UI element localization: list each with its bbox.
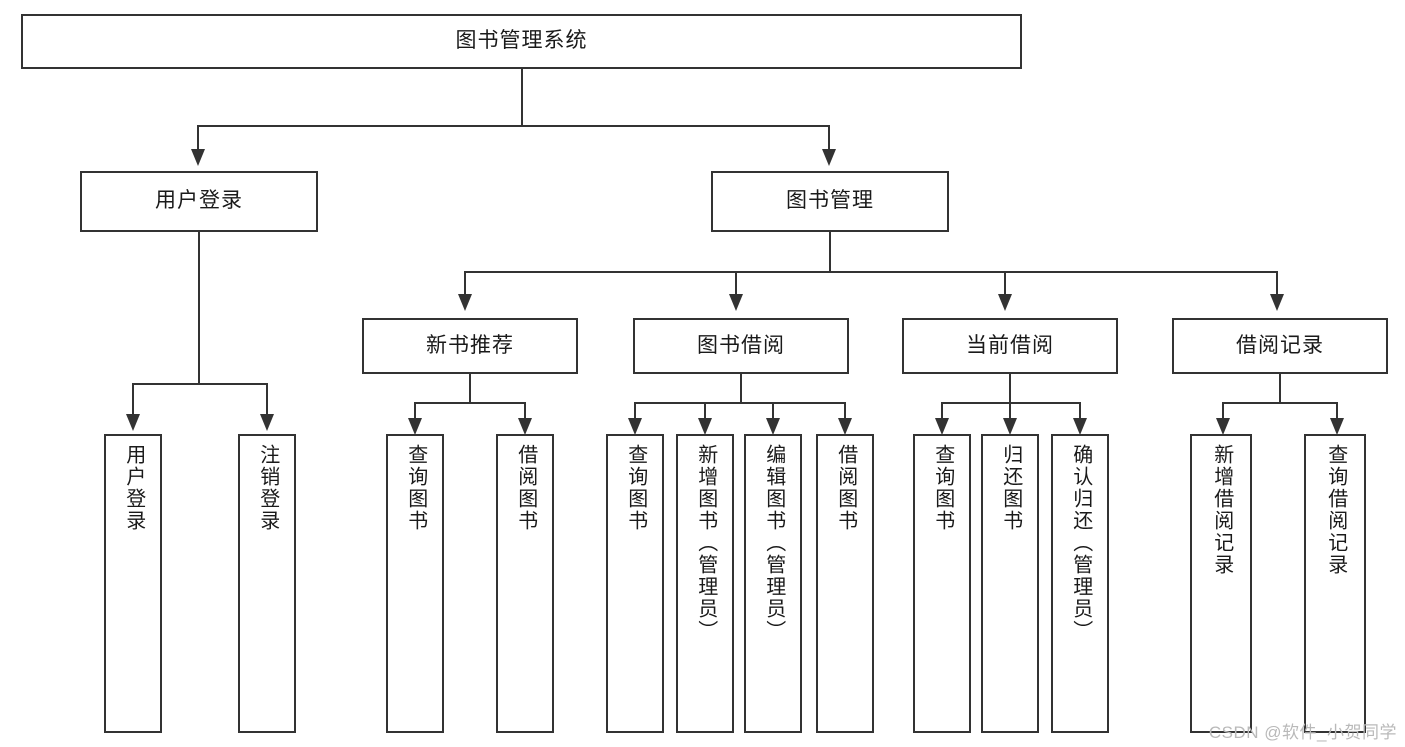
- leaf-nbr-borrow-book[interactable]: 借阅图书: [496, 434, 554, 733]
- node-label: 新增图书（管理员）: [694, 444, 717, 642]
- node-label: 确认归还（管理员）: [1069, 444, 1092, 642]
- connector-drop-cb-leaf-1: [941, 402, 943, 422]
- leaf-user-login[interactable]: 用户登录: [104, 434, 162, 733]
- leaf-cb-confirm-return-admin[interactable]: 确认归还（管理员）: [1051, 434, 1109, 733]
- connector-drop-borrow-record: [1276, 271, 1278, 296]
- node-label: 图书管理系统: [455, 29, 588, 53]
- connector-root-stem: [521, 69, 523, 126]
- connector-book-manage-bus: [464, 271, 1278, 273]
- leaf-br-query-record[interactable]: 查询借阅记录: [1304, 434, 1366, 733]
- connector-drop-cb-leaf-3: [1079, 402, 1081, 422]
- node-user-login[interactable]: 用户登录: [80, 171, 318, 232]
- arrow-to-new-book-recommend: [458, 294, 472, 311]
- connector-drop-book-borrow: [735, 271, 737, 296]
- arrow-to-bb-leaf-1: [628, 418, 642, 435]
- node-label: 查询图书: [624, 444, 647, 532]
- connector-drop-cb-leaf-2: [1009, 402, 1011, 422]
- connector-user-login-stem: [198, 232, 200, 384]
- leaf-br-add-record[interactable]: 新增借阅记录: [1190, 434, 1252, 733]
- connector-drop-br-leaf-1: [1222, 402, 1224, 422]
- arrow-to-borrow-record: [1270, 294, 1284, 311]
- arrow-to-bb-leaf-2: [698, 418, 712, 435]
- connector-borrow-record-stem: [1279, 374, 1281, 403]
- node-new-book-recommend[interactable]: 新书推荐: [362, 318, 578, 374]
- arrow-to-cb-leaf-2: [1003, 418, 1017, 435]
- connector-current-borrow-bus: [941, 402, 1081, 404]
- connector-drop-new-book: [464, 271, 466, 296]
- connector-drop-nbr-leaf-2: [524, 402, 526, 422]
- leaf-bb-borrow-book[interactable]: 借阅图书: [816, 434, 874, 733]
- connector-drop-user-login: [197, 125, 199, 151]
- arrow-to-bb-leaf-3: [766, 418, 780, 435]
- node-label: 归还图书: [999, 444, 1022, 532]
- connector-current-borrow-stem: [1009, 374, 1011, 403]
- node-root-system[interactable]: 图书管理系统: [21, 14, 1022, 69]
- leaf-logout[interactable]: 注销登录: [238, 434, 296, 733]
- connector-drop-leaf-user-login: [132, 383, 134, 416]
- arrow-to-book-manage: [822, 149, 836, 166]
- leaf-bb-add-book-admin[interactable]: 新增图书（管理员）: [676, 434, 734, 733]
- connector-user-login-bus: [132, 383, 267, 385]
- csdn-watermark: CSDN @软件_小贺同学: [1208, 723, 1397, 742]
- arrow-to-leaf-logout: [260, 414, 274, 431]
- node-current-borrow[interactable]: 当前借阅: [902, 318, 1118, 374]
- arrow-to-current-borrow: [998, 294, 1012, 311]
- leaf-cb-query-book[interactable]: 查询图书: [913, 434, 971, 733]
- leaf-cb-return-book[interactable]: 归还图书: [981, 434, 1039, 733]
- connector-drop-nbr-leaf-1: [414, 402, 416, 422]
- connector-book-manage-stem: [829, 232, 831, 272]
- arrow-to-br-leaf-1: [1216, 418, 1230, 435]
- leaf-nbr-query-book[interactable]: 查询图书: [386, 434, 444, 733]
- node-label: 查询借阅记录: [1324, 444, 1347, 576]
- node-label: 查询图书: [404, 444, 427, 532]
- node-label: 图书管理: [786, 189, 874, 213]
- connector-drop-leaf-logout: [266, 383, 268, 416]
- leaf-bb-query-book[interactable]: 查询图书: [606, 434, 664, 733]
- arrow-to-leaf-user-login: [126, 414, 140, 431]
- arrow-to-cb-leaf-1: [935, 418, 949, 435]
- connector-drop-current-borrow: [1004, 271, 1006, 296]
- connector-new-book-stem: [469, 374, 471, 403]
- connector-drop-br-leaf-2: [1336, 402, 1338, 422]
- arrow-to-nbr-leaf-1: [408, 418, 422, 435]
- connector-root-bus: [197, 125, 829, 127]
- connector-book-borrow-stem: [740, 374, 742, 403]
- node-label: 编辑图书（管理员）: [762, 444, 785, 642]
- connector-drop-bb-leaf-3: [772, 402, 774, 422]
- node-book-manage[interactable]: 图书管理: [711, 171, 949, 232]
- node-label: 用户登录: [122, 444, 145, 532]
- node-label: 图书借阅: [697, 333, 785, 357]
- connector-drop-bb-leaf-1: [634, 402, 636, 422]
- connector-drop-bb-leaf-2: [704, 402, 706, 422]
- node-label: 借阅记录: [1236, 333, 1324, 357]
- arrow-to-cb-leaf-3: [1073, 418, 1087, 435]
- leaf-bb-edit-book-admin[interactable]: 编辑图书（管理员）: [744, 434, 802, 733]
- connector-book-borrow-bus: [634, 402, 846, 404]
- node-label: 用户登录: [155, 189, 243, 213]
- arrow-to-user-login: [191, 149, 205, 166]
- arrow-to-book-borrow: [729, 294, 743, 311]
- node-label: 借阅图书: [514, 444, 537, 532]
- arrow-to-nbr-leaf-2: [518, 418, 532, 435]
- connector-drop-book-manage: [828, 125, 830, 151]
- node-label: 新增借阅记录: [1210, 444, 1233, 576]
- node-label: 查询图书: [931, 444, 954, 532]
- node-label: 新书推荐: [426, 333, 514, 357]
- connector-new-book-bus: [414, 402, 526, 404]
- node-book-borrow[interactable]: 图书借阅: [633, 318, 849, 374]
- connector-drop-bb-leaf-4: [844, 402, 846, 422]
- node-label: 注销登录: [256, 444, 279, 532]
- node-label: 借阅图书: [834, 444, 857, 532]
- arrow-to-br-leaf-2: [1330, 418, 1344, 435]
- arrow-to-bb-leaf-4: [838, 418, 852, 435]
- node-borrow-record[interactable]: 借阅记录: [1172, 318, 1388, 374]
- connector-borrow-record-bus: [1222, 402, 1338, 404]
- node-label: 当前借阅: [966, 333, 1054, 357]
